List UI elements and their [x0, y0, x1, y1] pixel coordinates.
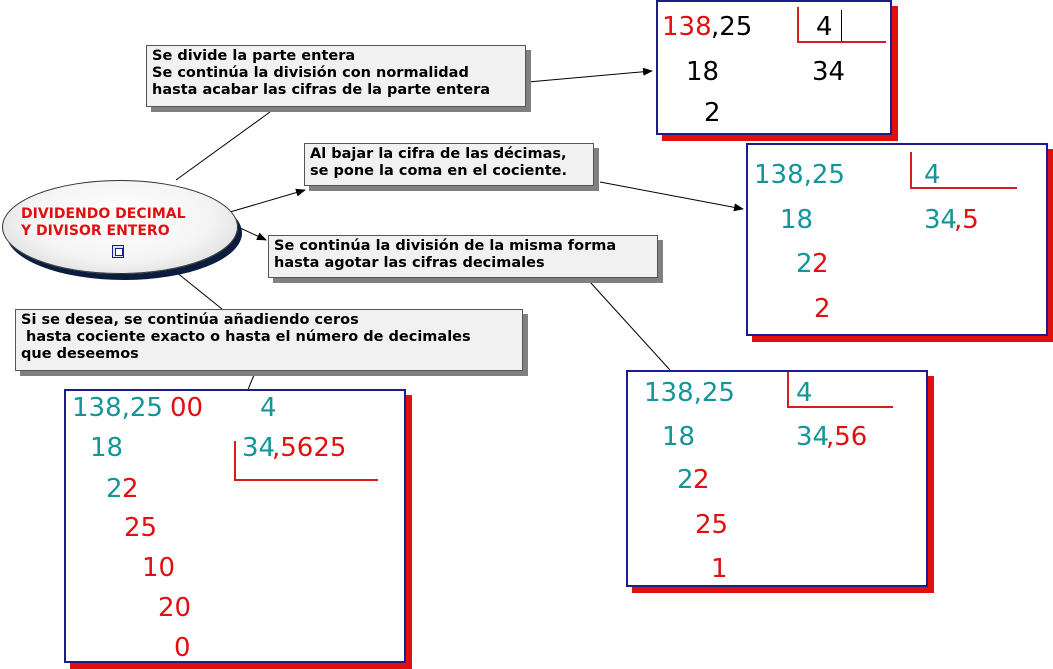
box3-quotient-decimals: ,56	[826, 422, 868, 452]
box2-divisor: 4	[924, 160, 941, 190]
box4-remainder-3: 25	[124, 513, 158, 543]
box3-remainder-3: 25	[695, 510, 729, 540]
note-ceros: Si se desea, se continúa añadiendo ceros…	[15, 309, 523, 371]
box2-remainder-2-digit-a: 2	[796, 249, 813, 279]
note-decimales: Se continúa la división de la misma form…	[268, 235, 658, 278]
box1-division-bracket-vertical	[797, 7, 799, 43]
box3-remainder-1: 18	[662, 422, 696, 452]
box2-division-bracket-horizontal	[910, 187, 1017, 189]
box4-remainder-2-digit-b: 2	[122, 474, 139, 504]
box3-remainder-2-digit-a: 2	[677, 465, 694, 495]
box2-remainder-3: 2	[814, 294, 831, 324]
connector-decimales-to-box3	[589, 281, 671, 371]
box2-remainder-2-digit-b: 2	[812, 249, 829, 279]
box4-division-bracket-horizontal	[234, 479, 378, 481]
division-box-1: 138 ,25 4 18 34 2	[656, 0, 892, 135]
box4-remainder-4: 10	[142, 553, 176, 583]
box4-remainder-2-digit-a: 2	[106, 474, 123, 504]
connector-parte-entera-to-box1	[527, 67, 653, 83]
division-box-2: 138,25 4 18 34 ,5 2 2 2	[746, 143, 1048, 336]
document-icon[interactable]	[112, 245, 124, 258]
box4-remainder-1: 18	[90, 433, 124, 463]
box4-divisor: 4	[260, 393, 277, 423]
box1-dividend-decimals: ,25	[711, 12, 753, 42]
box4-remainder-5: 20	[158, 593, 192, 623]
box1-division-bracket-horizontal	[797, 41, 886, 43]
division-box-3: 138,25 4 18 34 ,56 2 2 25 1	[626, 370, 928, 587]
box1-dividend-integer: 138	[662, 12, 712, 42]
box1-quotient: 34	[812, 57, 846, 87]
box4-quotient-decimals: ,5625	[272, 433, 347, 463]
box2-remainder-1: 18	[780, 205, 814, 235]
box1-remainder-2: 2	[704, 98, 721, 128]
box2-quotient-integer: 34	[924, 205, 958, 235]
connector-decimas-to-box2	[599, 181, 744, 212]
central-concept-node[interactable]: DIVIDENDO DECIMAL Y DIVISOR ENTERO	[2, 180, 238, 274]
box3-division-bracket-vertical	[787, 372, 789, 408]
box4-quotient-integer: 34	[242, 433, 276, 463]
connector-central-to-decimas	[229, 188, 306, 213]
box1-cursor-mark	[841, 10, 842, 43]
box3-division-bracket-horizontal	[787, 406, 893, 408]
connector-central-to-parte-entera	[175, 111, 271, 181]
box3-remainder-2-digit-b: 2	[693, 465, 710, 495]
note-decimas: Al bajar la cifra de las décimas, se pon…	[304, 143, 594, 186]
box3-quotient-integer: 34	[796, 422, 830, 452]
box4-remainder-6: 0	[174, 633, 191, 663]
box2-dividend: 138,25	[754, 160, 845, 190]
connector-central-to-decimales	[235, 225, 267, 241]
box3-dividend: 138,25	[644, 378, 735, 408]
box3-remainder-4: 1	[711, 554, 728, 584]
box3-divisor: 4	[796, 378, 813, 408]
box1-remainder-1: 18	[686, 57, 720, 87]
box4-dividend: 138,25	[72, 393, 163, 423]
box4-dividend-added-zeros: 00	[170, 393, 204, 423]
box2-quotient-decimal: ,5	[954, 205, 979, 235]
note-parte-entera: Se divide la parte entera Se continúa la…	[146, 45, 526, 107]
box2-division-bracket-vertical	[910, 152, 912, 188]
box4-division-bracket-vertical	[234, 441, 236, 480]
division-box-4: 138,25 00 4 18 34 ,5625 2 2 25 10 20 0	[64, 389, 406, 663]
box1-divisor: 4	[816, 12, 833, 42]
connector-central-to-ceros	[175, 271, 223, 310]
central-title: DIVIDENDO DECIMAL Y DIVISOR ENTERO	[21, 206, 186, 239]
